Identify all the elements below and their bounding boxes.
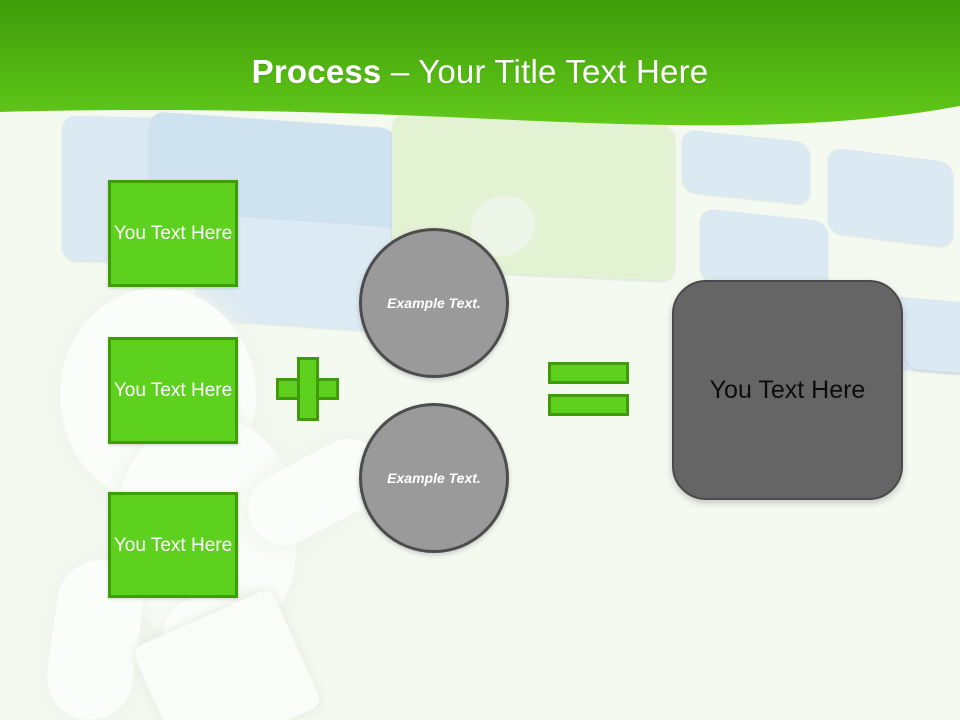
- input-box-1[interactable]: You Text Here: [108, 180, 238, 287]
- factor-circle-2[interactable]: Example Text.: [359, 403, 509, 553]
- plus-icon: [276, 357, 339, 421]
- equals-icon-top-bar: [548, 362, 629, 384]
- bg-card-blue-4: [682, 129, 810, 205]
- page-title-strong: Process: [251, 53, 382, 90]
- equals-icon-bottom-bar: [548, 394, 629, 416]
- input-box-2-label: You Text Here: [113, 380, 233, 401]
- input-box-3[interactable]: You Text Here: [108, 492, 238, 598]
- bg-card-blue-8: [905, 306, 960, 376]
- page-title-rest: – Your Title Text Here: [381, 53, 709, 90]
- input-box-2[interactable]: You Text Here: [108, 337, 238, 444]
- input-box-1-label: You Text Here: [113, 223, 233, 244]
- equals-icon: [548, 362, 629, 416]
- result-box-label: You Text Here: [709, 375, 866, 404]
- plus-icon-center-fill: [300, 381, 316, 397]
- factor-circle-2-label: Example Text.: [387, 469, 481, 486]
- header-band: Process – Your Title Text Here: [0, 0, 960, 132]
- page-title: Process – Your Title Text Here: [0, 52, 960, 92]
- factor-circle-1-label: Example Text.: [387, 294, 481, 311]
- factor-circle-1[interactable]: Example Text.: [359, 228, 509, 378]
- input-box-3-label: You Text Here: [113, 534, 233, 556]
- bg-card-blue-5: [828, 147, 953, 248]
- result-box[interactable]: You Text Here: [672, 280, 903, 500]
